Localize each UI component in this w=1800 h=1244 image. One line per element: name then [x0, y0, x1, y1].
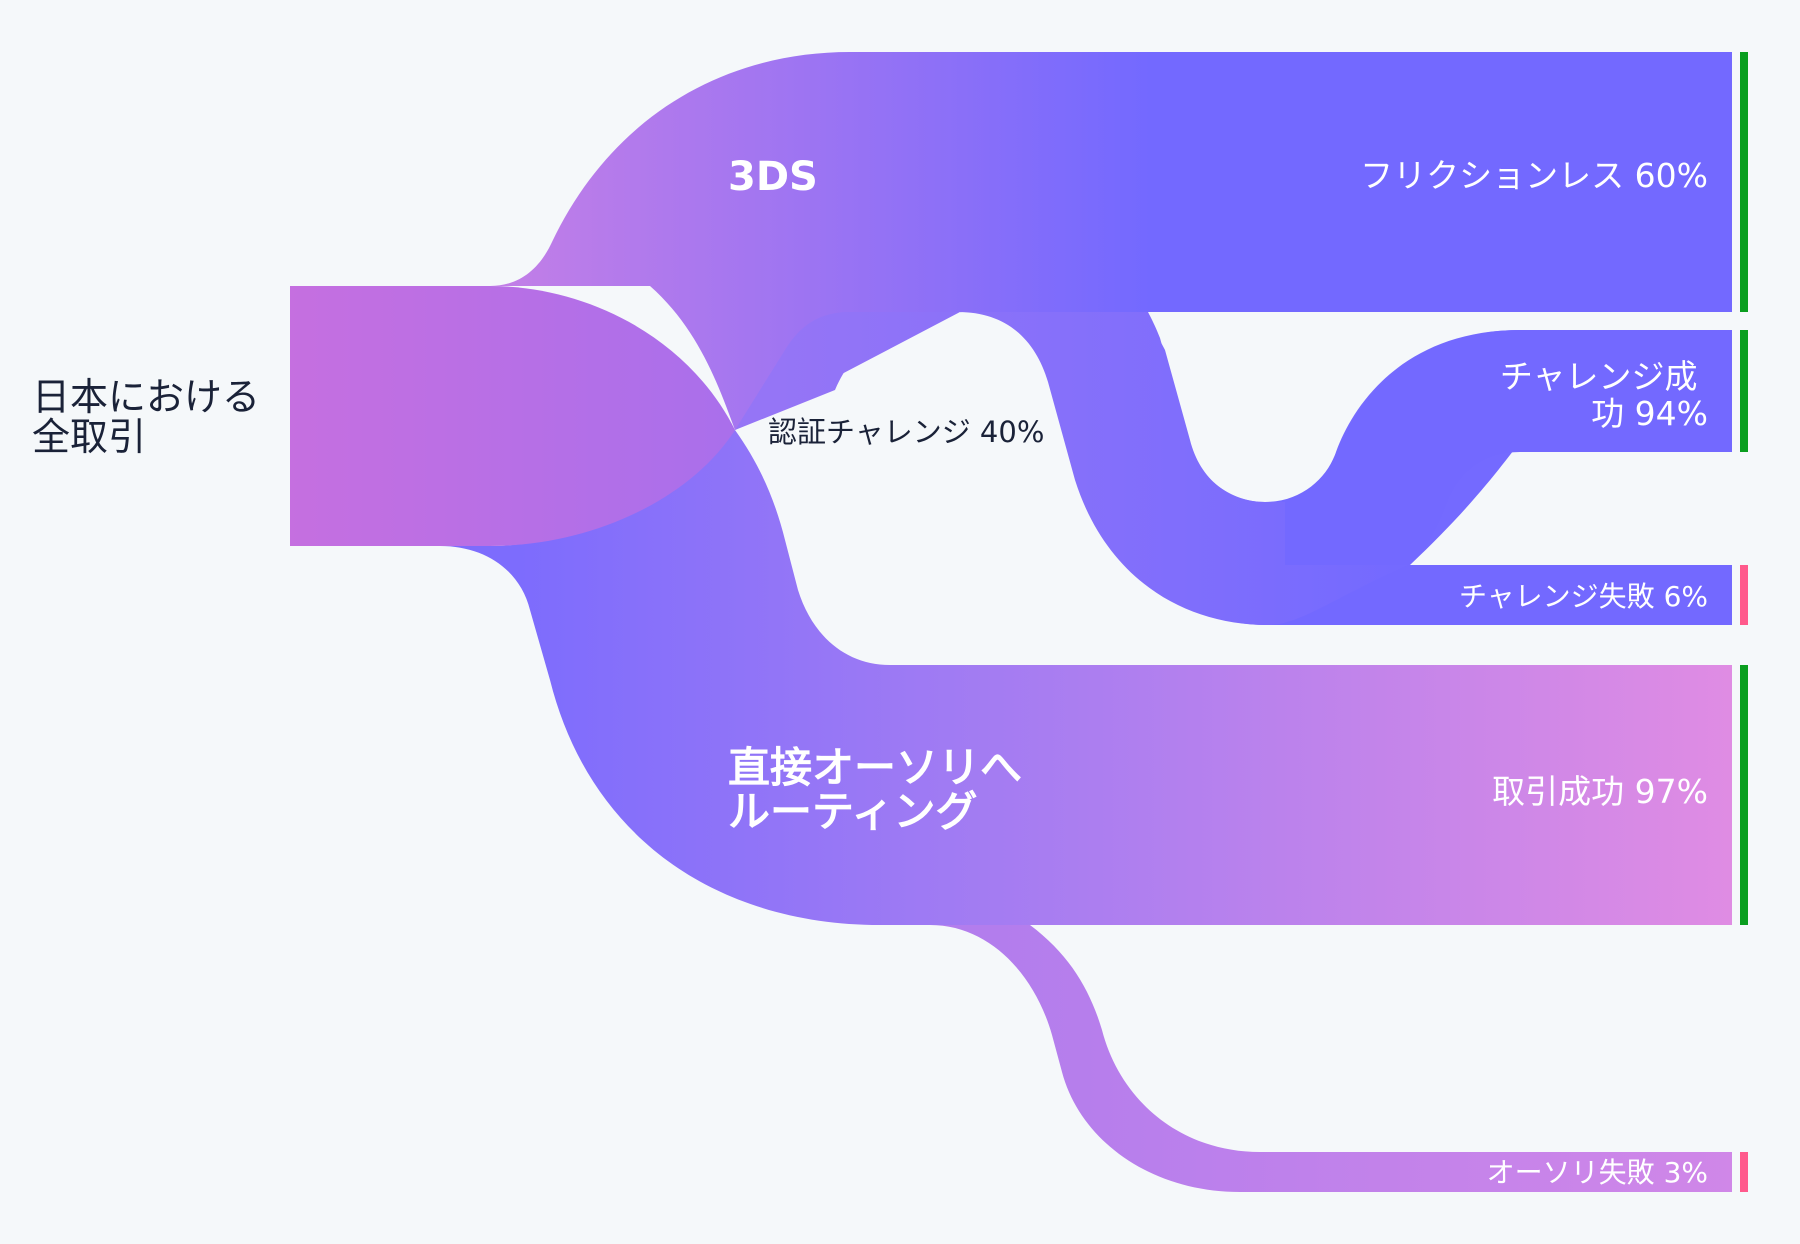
marker-challenge-fail	[1740, 565, 1748, 625]
branch-direct-line-2: ルーティング	[728, 787, 977, 836]
outcome-auth-fail-label: オーソリ失敗 3%	[1487, 1156, 1708, 1189]
flow-source-block	[290, 286, 735, 546]
source-label: 日本における 全取引	[32, 375, 272, 459]
outcome-challenge-success-label: チャレンジ成 功 94%	[1500, 357, 1708, 433]
branch-challenge-label: 認証チャレンジ 40%	[768, 415, 1044, 449]
marker-auth-fail	[1740, 1152, 1748, 1192]
branch-3ds-label: 3DS	[728, 154, 818, 200]
flow-direct-success	[440, 430, 1732, 925]
branch-direct-line-1: 直接オーソリへ	[728, 743, 1022, 792]
source-label-line-2: 全取引	[32, 415, 146, 459]
outcome-auth-success-label: 取引成功 97%	[1492, 772, 1708, 811]
flow-direct-fail	[880, 925, 1732, 1192]
outcome-challenge-success-line-2: 功 94%	[1591, 394, 1708, 433]
flow-challenge-fail	[1268, 565, 1732, 625]
labels: 日本における 全取引 3DS 認証チャレンジ 40% 直接オーソリへ ルーティン…	[32, 154, 1708, 1189]
flow-3ds-frictionless	[290, 52, 1732, 430]
branch-direct-label: 直接オーソリへ ルーティング	[728, 743, 1037, 836]
outcome-markers	[1740, 52, 1748, 1192]
outcome-frictionless-label: フリクションレス 60%	[1360, 156, 1708, 195]
outcome-challenge-fail-label: チャレンジ失敗 6%	[1459, 580, 1708, 613]
flow-challenge-tube	[735, 312, 1285, 625]
outcome-challenge-success-line-1: チャレンジ成	[1500, 357, 1698, 396]
marker-frictionless	[1740, 52, 1748, 312]
source-label-line-1: 日本における	[32, 375, 260, 419]
marker-challenge-success	[1740, 330, 1748, 452]
flow-challenge-success	[1265, 330, 1732, 565]
flow-bands	[290, 52, 1732, 1192]
marker-auth-success	[1740, 665, 1748, 925]
